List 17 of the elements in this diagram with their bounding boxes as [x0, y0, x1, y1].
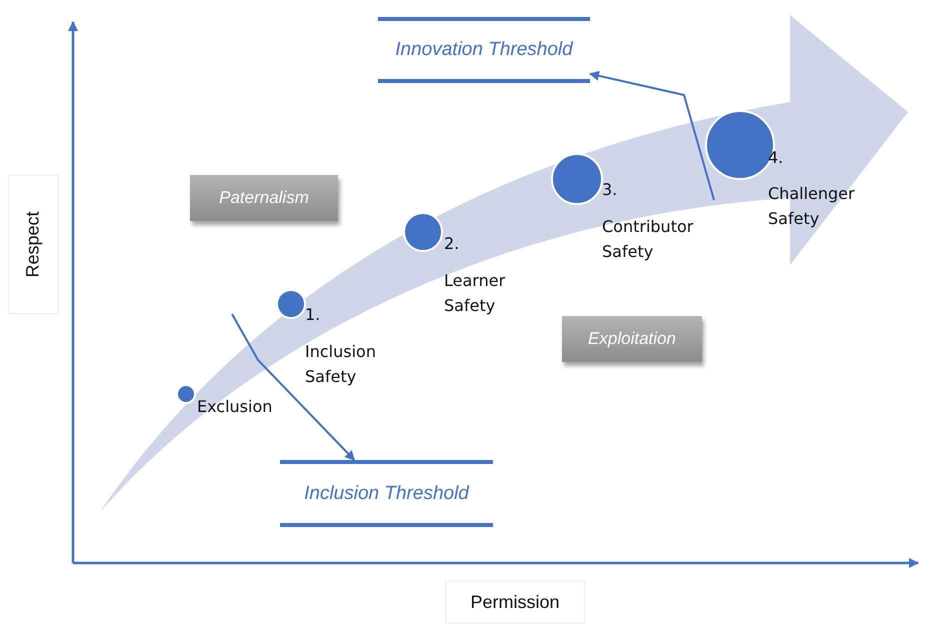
stage-label: Challenger Safety [768, 183, 856, 230]
stage-label: Exclusion [197, 396, 272, 418]
arrow [231, 314, 356, 461]
threshold-band: Innovation Threshold [378, 17, 590, 83]
stage-number: 3. [602, 179, 618, 201]
stage-number: 1. [305, 304, 320, 326]
stage-label: Learner Safety [444, 270, 506, 317]
axis-title: Respect [23, 211, 44, 278]
stage-label: Inclusion Safety [305, 341, 377, 388]
arrow [589, 70, 715, 200]
axis-title: Permission [470, 592, 560, 612]
stage-number: 4. [768, 147, 784, 169]
label-box: Exploitation [562, 316, 702, 362]
stage-number: 2. [444, 233, 460, 255]
stage-label: Contributor Safety [602, 216, 694, 263]
threshold-band: Inclusion Threshold [280, 460, 493, 527]
label-box: Paternalism [190, 175, 338, 221]
